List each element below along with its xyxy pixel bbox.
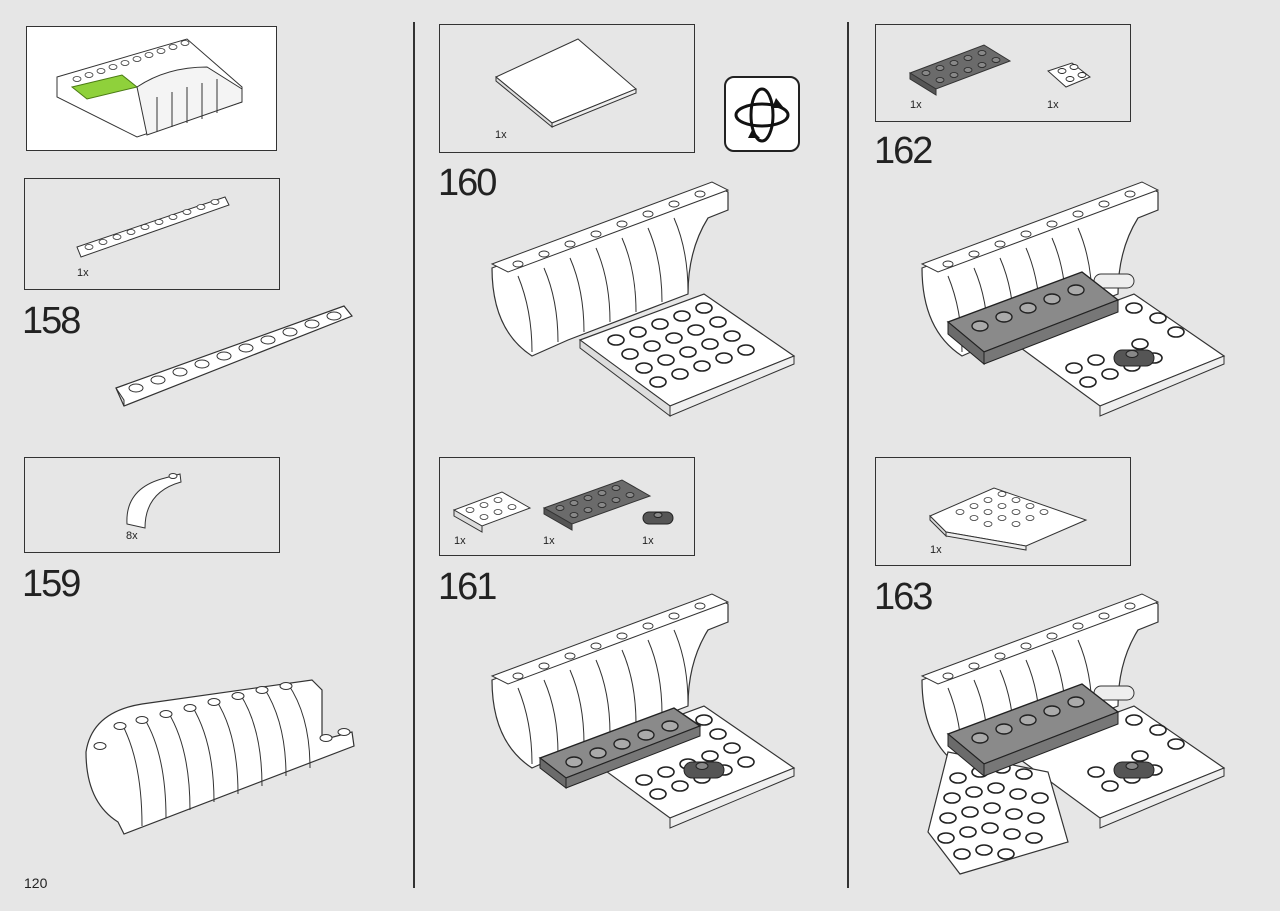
step-162-parts-callout: 1x 1x <box>875 24 1131 122</box>
step-number: 163 <box>874 576 933 618</box>
step-159-parts-callout: 8x <box>24 457 280 553</box>
column-divider-left <box>413 22 415 888</box>
part-quantity: 1x <box>910 99 922 111</box>
part-quantity: 1x <box>454 535 466 547</box>
wedge-plate-image <box>929 487 1088 551</box>
part-quantity: 1x <box>642 535 654 547</box>
step-159-assembly-image <box>85 679 355 835</box>
rotate-arrows-icon <box>734 87 790 143</box>
tile-6x6-image <box>495 38 637 129</box>
step-162-parts-image <box>908 44 1091 96</box>
tile-1x10-image <box>76 196 230 258</box>
step-number: 158 <box>22 300 81 342</box>
step-number: 159 <box>22 563 81 605</box>
part-quantity: 1x <box>77 267 89 279</box>
step-163-assembly-image <box>920 593 1226 875</box>
overview-thumbnail <box>26 26 277 151</box>
part-quantity: 1x <box>543 535 555 547</box>
step-161-parts-callout: 1x 1x 1x <box>439 457 695 556</box>
step-163-parts-callout: 1x <box>875 457 1131 566</box>
curved-slope-image <box>126 473 182 529</box>
rotate-model-icon <box>724 76 800 152</box>
part-quantity: 1x <box>930 544 942 556</box>
step-161-parts-image <box>452 479 674 533</box>
part-quantity: 1x <box>1047 99 1059 111</box>
part-quantity: 1x <box>495 129 507 141</box>
overview-model-image <box>56 38 243 138</box>
step-158-parts-callout: 1x <box>24 178 280 290</box>
step-number: 160 <box>438 162 497 204</box>
step-number: 162 <box>874 130 933 172</box>
step-160-parts-callout: 1x <box>439 24 695 153</box>
step-162-assembly-image <box>920 181 1226 417</box>
part-quantity: 8x <box>126 530 138 542</box>
step-number: 161 <box>438 566 497 608</box>
step-160-assembly-image <box>490 181 796 418</box>
page-number: 120 <box>24 875 48 891</box>
step-158-assembly-image <box>115 305 353 407</box>
step-161-assembly-image <box>490 593 796 829</box>
column-divider-right <box>847 22 849 888</box>
